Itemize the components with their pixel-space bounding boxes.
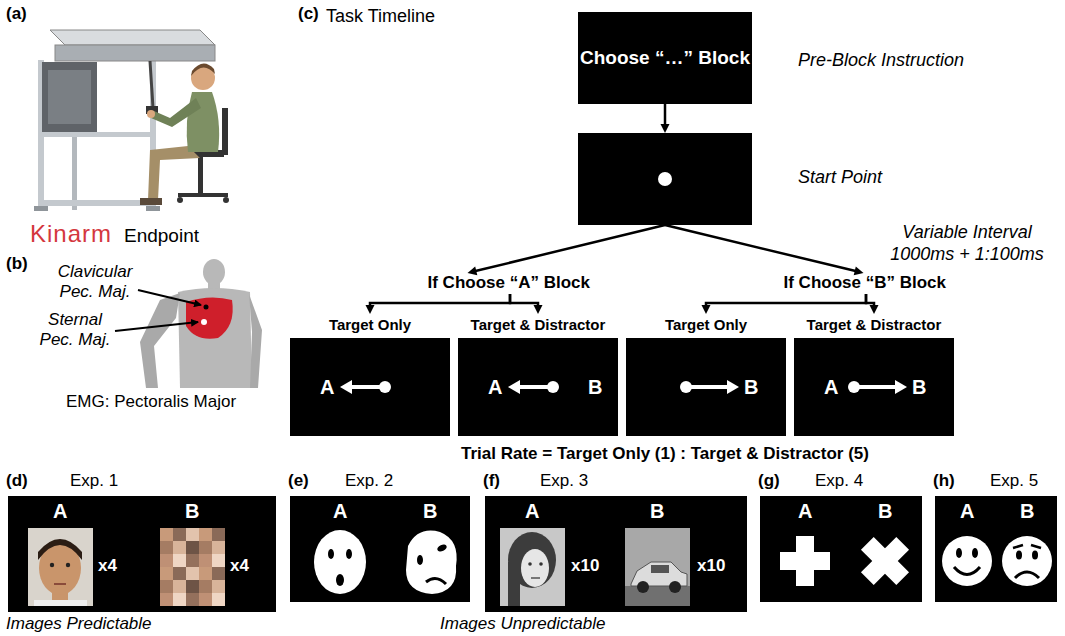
stimulus-screen: Exp. 1ABx4x4 — [8, 496, 276, 612]
choice-letter: A — [960, 499, 974, 523]
repeat-count: x4 — [230, 556, 249, 576]
instruction-screen: Choose “…” BlockPre-Block Instruction — [578, 12, 752, 104]
trial-screen-graphic — [290, 338, 450, 436]
target-letter: B — [744, 375, 758, 399]
choice-letter: B — [650, 499, 664, 523]
stimulus-screen: Exp. 2AB — [290, 496, 470, 602]
trial-screen: Target & DistractorA B — [794, 314, 954, 436]
flow-arrow — [702, 294, 867, 314]
distractor-letter: B — [588, 375, 602, 399]
stimulus-faces — [935, 496, 1057, 602]
image-note: Images Predictable — [6, 614, 152, 634]
panel-title: Task Timeline — [326, 6, 435, 28]
panel-letter: (b) — [6, 254, 28, 274]
target-letter: A — [320, 375, 334, 399]
panel-letter: (e) — [288, 471, 309, 491]
arrowhead — [870, 305, 879, 314]
choice-letter: A — [53, 499, 67, 523]
flow-arrow — [468, 225, 666, 275]
flow-arrow — [665, 225, 864, 275]
panel-letter: (c) — [298, 4, 319, 24]
flow-arrow — [866, 294, 879, 314]
experiment-title: Exp. 3 — [540, 471, 588, 491]
repeat-count: x4 — [98, 556, 117, 576]
step-note: Pre-Block Instruction — [798, 50, 964, 72]
condition-text: If Choose “A” Block — [428, 273, 590, 293]
trial-screen-graphic — [626, 338, 786, 436]
stimulus-screen: Exp. 4AB — [760, 496, 922, 602]
device-name: Endpoint — [124, 225, 199, 248]
image-note: Images Unpredictable — [440, 614, 605, 634]
trial-type: Target & Distractor — [807, 316, 942, 334]
choice-letter: A — [333, 499, 347, 523]
arrowhead — [702, 305, 711, 314]
trial-screen: Target OnlyA — [290, 314, 450, 436]
experiment-title: Exp. 1 — [70, 471, 118, 491]
condition-text: If Choose “B” Block — [784, 273, 946, 293]
connector-line — [370, 294, 510, 308]
trial-type: Target Only — [329, 316, 411, 334]
stimulus-images — [8, 496, 276, 612]
connector-line — [473, 225, 665, 272]
muscle-label: Clavicular Pec. Maj. — [45, 262, 145, 303]
trial-screen: Target OnlyB — [626, 314, 786, 436]
panel-letter: (f) — [483, 471, 500, 491]
connector-line — [706, 294, 866, 308]
trial-screen: Target & DistractorA B — [458, 314, 618, 436]
step-note: Start Point — [798, 167, 882, 189]
stimulus-screen: Exp. 3ABx10x10 — [485, 496, 747, 612]
screen-text: Choose “…” Block — [578, 47, 752, 70]
body-illustration — [115, 259, 262, 388]
arrowhead — [366, 305, 375, 314]
experiment-title: Exp. 2 — [345, 471, 393, 491]
arrowhead — [534, 305, 543, 314]
repeat-count: x10 — [571, 556, 599, 576]
panel-letter: (a) — [6, 4, 27, 24]
panel-caption: EMG: Pectoralis Major — [66, 392, 236, 412]
flow-arrow — [366, 294, 511, 314]
stimulus-images — [290, 496, 470, 602]
connector-line — [665, 225, 858, 272]
experiment-title: Exp. 4 — [815, 471, 863, 491]
flow-arrow — [510, 294, 543, 314]
stimulus-screen: Exp. 5AB — [935, 496, 1057, 602]
choice-letter: B — [185, 499, 199, 523]
target-letter: B — [912, 375, 926, 399]
start-dot — [578, 133, 752, 225]
choice-letter: A — [525, 499, 539, 523]
connector-line — [510, 294, 538, 308]
stimulus-images — [485, 496, 747, 612]
stimulus-symbols — [760, 496, 922, 602]
choice-letter: B — [423, 499, 437, 523]
panel-letter: (g) — [758, 471, 780, 491]
muscle-label: Sternal Pec. Maj. — [35, 310, 115, 351]
trial-rate: Trial Rate = Target Only (1) : Target & … — [300, 444, 1030, 464]
condition-label: If Choose “B” Block — [784, 273, 949, 294]
start-screen: Start Point — [578, 133, 752, 225]
choice-letter: A — [798, 499, 812, 523]
panel-letter: (h) — [933, 471, 955, 491]
robot-illustration — [34, 30, 229, 211]
connector-line — [664, 104, 667, 127]
timing-note: Variable Interval 1000ms + 1:100ms — [878, 222, 1056, 265]
target-letter: A — [488, 375, 502, 399]
trial-screen-graphic — [794, 338, 954, 436]
choice-letter: B — [1020, 499, 1034, 523]
flow-arrow — [661, 104, 670, 133]
choice-letter: B — [878, 499, 892, 523]
trial-type: Target Only — [665, 316, 747, 334]
trial-type: Target & Distractor — [471, 316, 606, 334]
experiment-title: Exp. 5 — [990, 471, 1038, 491]
repeat-count: x10 — [697, 556, 725, 576]
arrowhead — [661, 124, 670, 133]
condition-label: If Choose “A” Block — [428, 273, 593, 294]
panel-letter: (d) — [6, 471, 28, 491]
distractor-letter: A — [824, 375, 838, 399]
brand-logo: Kinarm — [30, 220, 112, 249]
